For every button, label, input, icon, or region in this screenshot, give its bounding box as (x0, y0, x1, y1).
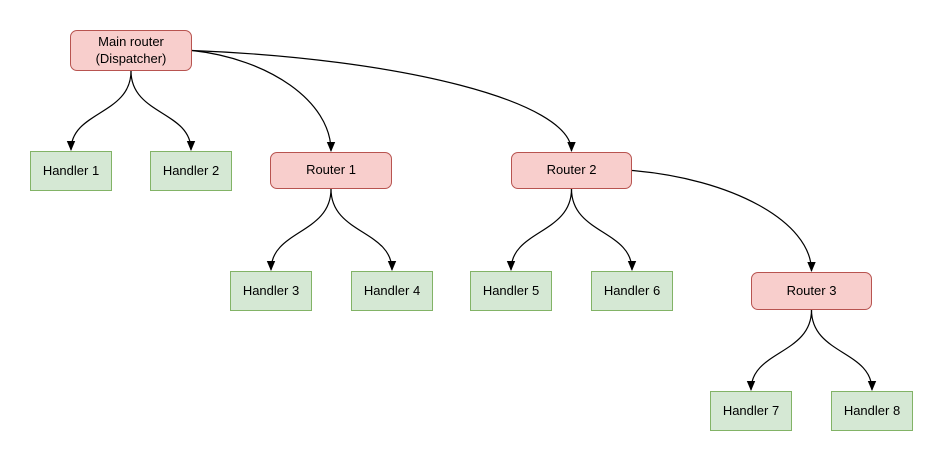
handler-3-label: Handler 3 (242, 282, 300, 298)
handler-2-label: Handler 2 (162, 162, 220, 178)
handler-5-label: Handler 5 (482, 282, 540, 298)
main-router-node[interactable]: Main router(Dispatcher) (70, 30, 192, 71)
main-router-label: (Dispatcher) (95, 50, 167, 66)
router-2-node[interactable]: Router 2 (511, 152, 632, 189)
handler-7-node[interactable]: Handler 7 (710, 391, 792, 431)
edge-router-1-to-handler-3 (266, 188, 332, 271)
handler-3-node[interactable]: Handler 3 (230, 271, 312, 311)
handler-1-label: Handler 1 (42, 162, 100, 178)
router-2-label: Router 2 (546, 162, 597, 178)
edge-router-3-to-handler-8 (810, 309, 877, 391)
handler-8-node[interactable]: Handler 8 (831, 391, 913, 431)
main-router-label: Main router (98, 34, 164, 50)
edge-router-2-to-router-3 (631, 169, 816, 272)
edge-router-3-to-handler-7 (746, 309, 813, 391)
handler-2-node[interactable]: Handler 2 (150, 151, 232, 191)
handler-6-label: Handler 6 (603, 282, 661, 298)
router-1-label: Router 1 (306, 162, 356, 178)
handler-5-node[interactable]: Handler 5 (470, 271, 552, 311)
handler-7-label: Handler 7 (722, 402, 780, 418)
edge-router-1-to-handler-4 (330, 188, 397, 271)
handler-6-node[interactable]: Handler 6 (591, 271, 673, 311)
handler-4-node[interactable]: Handler 4 (351, 271, 433, 311)
handler-1-node[interactable]: Handler 1 (30, 151, 112, 191)
edge-router-2-to-handler-6 (570, 188, 637, 271)
edge-main-router-to-handler-2 (130, 70, 196, 151)
router-1-node[interactable]: Router 1 (270, 152, 392, 189)
handler-8-label: Handler 8 (843, 402, 901, 418)
edge-main-router-to-router-1 (191, 49, 336, 152)
edge-router-2-to-handler-5 (506, 188, 573, 271)
router-3-node[interactable]: Router 3 (751, 272, 872, 310)
edge-main-router-to-handler-1 (66, 70, 132, 151)
edge-main-router-to-router-2 (191, 49, 576, 152)
handler-4-label: Handler 4 (363, 282, 421, 298)
router-3-label: Router 3 (786, 282, 837, 298)
